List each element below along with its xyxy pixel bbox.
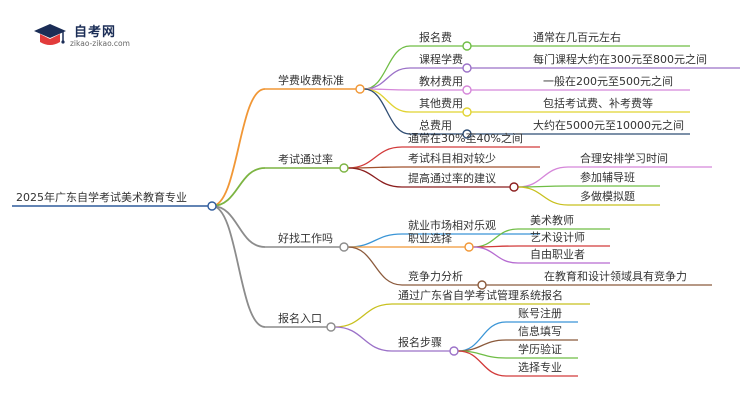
competitiveness-detail: 在教育和设计领域具有竞争力	[544, 269, 687, 283]
logo: 自考网 zikao-zikao.com	[30, 20, 170, 54]
node-collapse-toggle[interactable]	[477, 280, 487, 290]
job-market: 就业市场相对乐观	[408, 218, 496, 232]
signup-step-item: 信息填写	[518, 324, 562, 338]
branch-signup: 报名入口	[278, 311, 322, 325]
career-choice-item: 自由职业者	[530, 247, 585, 261]
root-node: 2025年广东自学考试美术教育专业	[16, 190, 187, 204]
node-collapse-toggle[interactable]	[462, 41, 472, 51]
fee-item-detail: 包括考试费、补考费等	[543, 96, 653, 110]
node-collapse-toggle[interactable]	[462, 107, 472, 117]
advice-node: 提高通过率的建议	[408, 171, 496, 185]
connector-line	[517, 166, 569, 188]
node-collapse-toggle[interactable]	[462, 129, 472, 139]
fee-item-detail: 一般在200元至500元之间	[543, 74, 673, 88]
node-collapse-toggle[interactable]	[462, 63, 472, 73]
connector-line	[211, 205, 266, 328]
fee-item-label: 其他费用	[419, 97, 463, 110]
connector-line	[472, 246, 519, 264]
advice-item: 合理安排学习时间	[580, 151, 668, 165]
fee-item-label: 教材费用	[419, 74, 463, 88]
logo-title: 自考网	[74, 25, 117, 40]
signup-system: 通过广东省自学考试管理系统报名	[398, 288, 563, 302]
connector-line	[347, 167, 403, 188]
root-toggle[interactable]	[207, 201, 217, 211]
branch-fees: 学费收费标准	[278, 73, 344, 87]
connector-line	[334, 303, 393, 328]
connector-line	[347, 233, 403, 248]
connector-line	[363, 88, 411, 135]
career-choice-item: 艺术设计师	[530, 231, 585, 244]
connector-line	[517, 186, 569, 206]
connector-line	[363, 88, 411, 113]
signup-step-item: 学历验证	[518, 342, 562, 356]
pass-rate-item: 通常在30%至40%之间	[408, 131, 523, 145]
fee-item-detail: 每门课程大约在300元至800元之间	[533, 52, 707, 66]
fee-item-detail: 通常在几百元左右	[533, 30, 621, 44]
signup-step-item: 账号注册	[518, 306, 562, 320]
advice-item: 多做模拟题	[580, 189, 635, 203]
node-collapse-toggle[interactable]	[462, 85, 472, 95]
pass-rate-item: 考试科目相对较少	[408, 151, 496, 165]
branch-jobs: 好找工作吗	[278, 231, 333, 245]
node-collapse-toggle[interactable]	[355, 84, 365, 94]
connector-line	[334, 326, 393, 352]
connector-line	[211, 88, 266, 207]
logo-url: zikao-zikao.com	[70, 39, 130, 48]
connector-line	[363, 45, 411, 90]
node-collapse-toggle[interactable]	[509, 182, 519, 192]
connector-line	[211, 167, 266, 207]
competitiveness-node: 竞争力分析	[408, 269, 463, 283]
connector-line	[457, 350, 507, 377]
fee-item-label: 总费用	[419, 118, 452, 132]
node-collapse-toggle[interactable]	[326, 322, 336, 332]
fee-item-detail: 大约在5000元至10000元之间	[533, 118, 684, 132]
signup-steps-node: 报名步骤	[398, 335, 442, 349]
node-collapse-toggle[interactable]	[464, 242, 474, 252]
connector-line	[347, 246, 403, 286]
connector-line	[363, 67, 411, 90]
advice-item: 参加辅导班	[580, 170, 635, 184]
node-collapse-toggle[interactable]	[339, 242, 349, 252]
branch-pass-rate: 考试通过率	[278, 152, 333, 166]
fee-item-label: 报名费	[419, 30, 452, 44]
connector-line	[211, 205, 266, 248]
node-collapse-toggle[interactable]	[449, 346, 459, 356]
career-choice-node: 职业选择	[408, 231, 452, 245]
connector-line	[457, 321, 507, 352]
connector-line	[347, 146, 403, 169]
fee-item-label: 课程学费	[419, 52, 463, 66]
signup-step-item: 选择专业	[518, 360, 562, 374]
career-choice-item: 美术教师	[530, 214, 574, 227]
graduation-cap-icon	[34, 24, 66, 45]
node-collapse-toggle[interactable]	[339, 163, 349, 173]
